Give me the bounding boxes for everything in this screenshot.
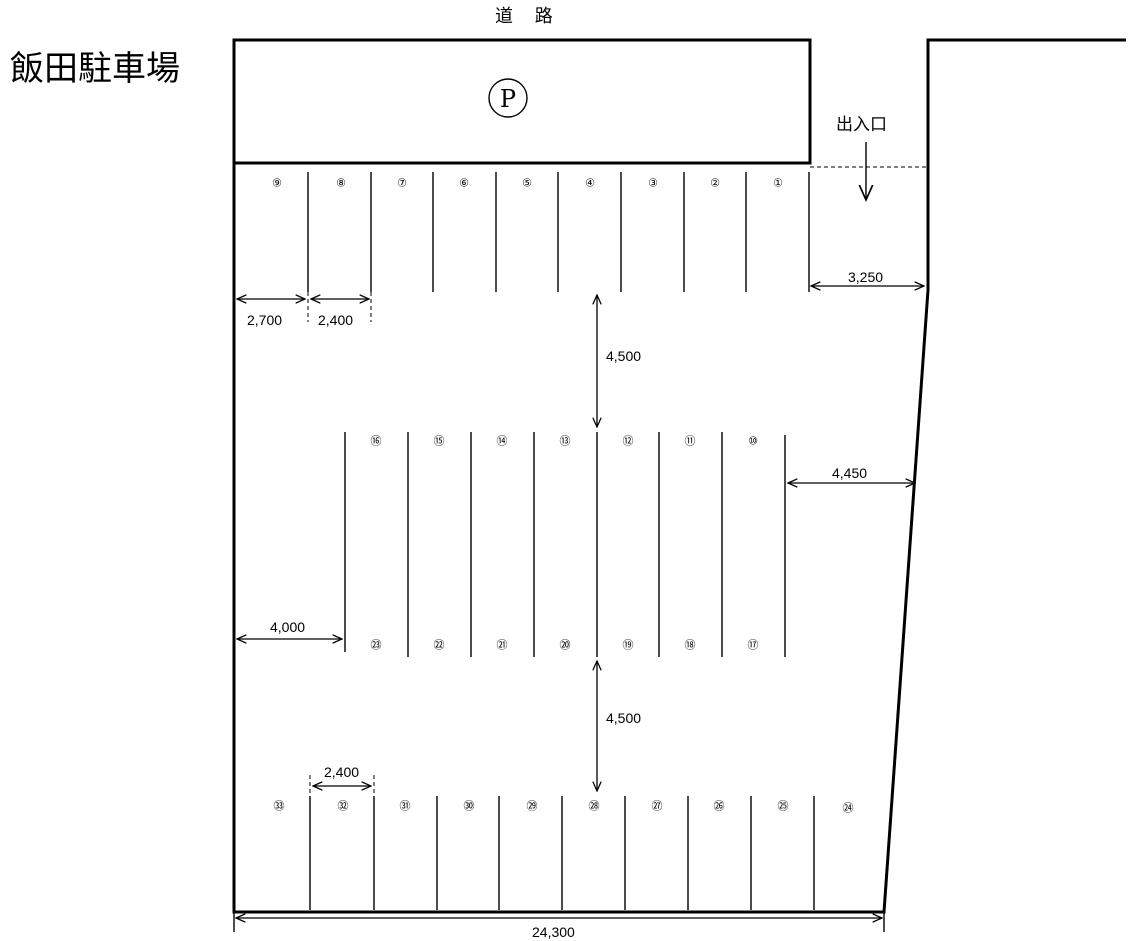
slot-number-10: ⑩ [748,435,758,448]
middle-block-dividers [344,432,786,657]
page-title: 飯田駐車場 [10,49,180,89]
middle-top-row-slots: ⑯ ⑮ ⑭ ⑬ ⑫ ⑪ ⑩ [371,435,759,448]
slot-number-28: ㉘ [589,800,600,813]
slot-number-17: ⑰ [748,639,759,652]
dim-left-margin-top: 2,700 [247,312,282,328]
slot-number-30: ㉚ [464,800,475,813]
slot-number-29: ㉙ [527,800,538,813]
slot-number-25: ㉕ [778,800,789,813]
bottom-row-slots: ㉝ ㉜ ㉛ ㉚ ㉙ ㉘ ㉗ ㉖ ㉕ ㉔ [274,800,854,815]
slot-number-5: ⑤ [522,177,532,190]
slot-number-13: ⑬ [560,435,571,448]
slot-number-14: ⑭ [497,435,508,448]
parking-symbol-circle [488,78,528,118]
lot-boundary [232,38,1126,914]
dim-left-margin-mid: 4,000 [270,619,305,635]
slot-number-19: ⑲ [623,639,634,652]
bottom-row-dividers [309,796,815,910]
top-row-slots: ⑨ ⑧ ⑦ ⑥ ⑤ ④ ③ ② ① [272,177,783,190]
slot-number-32: ㉜ [338,800,349,813]
slot-number-22: ㉒ [434,639,445,652]
slot-number-24: ㉔ [843,802,854,815]
slot-number-26: ㉖ [714,800,725,813]
slot-number-21: ㉑ [497,639,508,652]
slot-number-27: ㉗ [652,800,663,813]
dim-total-width: 24,300 [532,924,575,940]
slot-number-12: ⑫ [623,435,634,448]
middle-bottom-row-slots: ㉓ ㉒ ㉑ ⑳ ⑲ ⑱ ⑰ [371,639,759,652]
slot-number-6: ⑥ [459,177,469,190]
slot-number-11: ⑪ [685,435,696,448]
parking-symbol: P [500,85,516,113]
dim-aisle-bottom: 4,500 [606,710,641,726]
slot-number-33: ㉝ [274,800,285,813]
slot-number-1: ① [773,177,783,190]
dim-aisle-top: 4,500 [606,348,641,364]
slot-number-18: ⑱ [685,639,696,652]
road-label: 道 路 [495,6,561,27]
slot-number-8: ⑧ [336,177,346,190]
building [232,38,812,165]
top-row-dividers [307,172,810,292]
entrance-label: 出入口 [836,115,887,135]
slot-number-2: ② [710,177,720,190]
dim-slot-width-top: 2,400 [318,312,353,328]
slot-number-23: ㉓ [371,639,382,652]
slot-number-16: ⑯ [371,435,382,448]
slot-number-31: ㉛ [400,800,411,813]
slot-number-3: ③ [648,177,658,190]
slot-number-15: ⑮ [434,435,445,448]
dim-slot-width-bottom: 2,400 [324,764,359,780]
dim-right-margin-mid: 4,450 [832,465,867,481]
dim-entrance-gap: 3,250 [848,269,883,285]
slot-number-9: ⑨ [272,177,282,190]
slot-number-20: ⑳ [560,639,571,652]
slot-number-7: ⑦ [397,177,407,190]
slot-number-4: ④ [585,177,595,190]
